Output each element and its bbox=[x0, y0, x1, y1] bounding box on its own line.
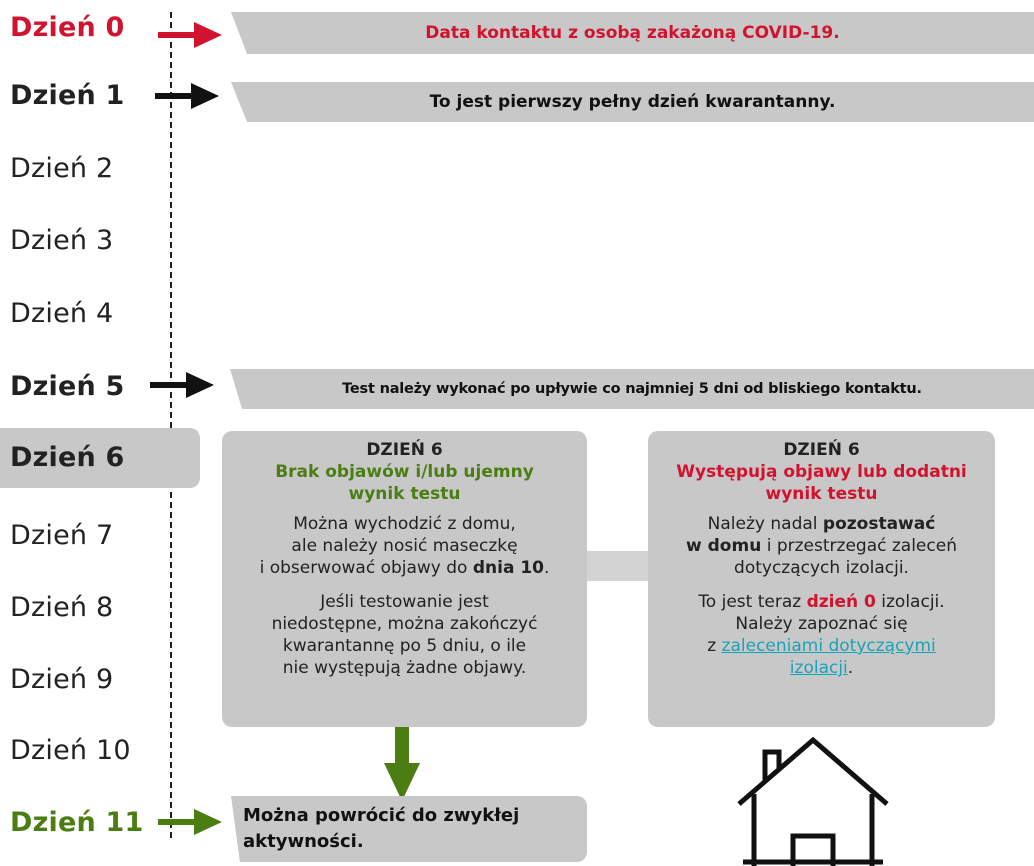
left-box-subtitle-1: Brak objawów i/lub ujemny bbox=[275, 462, 534, 482]
left-box-title: DZIEŃ 6 bbox=[366, 440, 443, 460]
day-11-banner-line: aktywności. bbox=[243, 831, 364, 852]
text-span: i przestrzegać zaleceń bbox=[761, 536, 957, 556]
day-0-emphasis: dzień 0 bbox=[806, 592, 876, 612]
day-11-label: Dzień 11 bbox=[10, 807, 144, 838]
left-box-line: kwarantannę po 5 dniu, o ile bbox=[282, 636, 527, 656]
right-box-title: DZIEŃ 6 bbox=[783, 440, 860, 460]
left-box-subtitle-2: wynik testu bbox=[348, 484, 461, 504]
left-box-line: niedostępne, można zakończyć bbox=[271, 614, 538, 634]
day-10-emphasis: dnia 10 bbox=[472, 558, 545, 578]
timeline-dashed-line bbox=[170, 12, 172, 838]
text-span: To jest teraz bbox=[698, 592, 807, 612]
emphasis: w domu bbox=[686, 536, 762, 556]
arrow-right-icon bbox=[150, 372, 214, 398]
right-box-subtitle-2: wynik testu bbox=[765, 484, 878, 504]
day-1-banner: To jest pierwszy pełny dzień kwarantanny… bbox=[231, 82, 1034, 122]
positive-result-box: DZIEŃ 6 Występują objawy lub dodatni wyn… bbox=[648, 431, 995, 727]
negative-result-box: DZIEŃ 6 Brak objawów i/lub ujemny wynik … bbox=[222, 431, 587, 727]
right-box-line: dotyczących izolacji. bbox=[734, 558, 909, 578]
day-3-label: Dzień 3 bbox=[10, 225, 114, 256]
day-6-label: Dzień 6 bbox=[10, 442, 125, 473]
right-box-line: z zaleceniami dotyczącymi bbox=[648, 635, 995, 657]
right-box-line: Należy zapoznać się bbox=[735, 614, 908, 634]
isolation-guidelines-link[interactable]: izolacji bbox=[789, 658, 848, 678]
arrow-right-icon bbox=[158, 22, 222, 48]
day-6-band bbox=[0, 428, 200, 488]
arrow-right-icon bbox=[155, 83, 219, 109]
right-box-line: izolacji. bbox=[648, 657, 995, 679]
text-span: . bbox=[847, 658, 854, 678]
day-8-label: Dzień 8 bbox=[10, 592, 114, 623]
left-box-line: nie występują żadne objawy. bbox=[282, 658, 527, 678]
right-box-subtitle-1: Występują objawy lub dodatni bbox=[676, 462, 967, 482]
left-box-line: i obserwować objawy do dnia 10. bbox=[222, 557, 587, 579]
day-7-label: Dzień 7 bbox=[10, 520, 114, 551]
day-11-banner: Można powrócić do zwykłej aktywności. bbox=[231, 796, 587, 862]
day-0-banner: Data kontaktu z osobą zakażoną COVID-19. bbox=[231, 12, 1034, 54]
right-box-line: Należy nadal pozostawać bbox=[648, 513, 995, 535]
emphasis: pozostawać bbox=[822, 514, 936, 534]
text-span: i obserwować objawy do bbox=[259, 558, 473, 578]
house-icon bbox=[737, 736, 889, 866]
day-10-label: Dzień 10 bbox=[10, 735, 131, 766]
left-box-line: Jeśli testowanie jest bbox=[320, 592, 489, 612]
text-span: Należy nadal bbox=[707, 514, 823, 534]
day-2-label: Dzień 2 bbox=[10, 153, 114, 184]
right-box-line: w domu i przestrzegać zaleceń bbox=[648, 535, 995, 557]
left-box-line: ale należy nosić maseczkę bbox=[291, 536, 518, 556]
right-box-line: To jest teraz dzień 0 izolacji. bbox=[648, 591, 995, 613]
day-11-banner-line: Można powrócić do zwykłej bbox=[243, 805, 520, 826]
day-5-label: Dzień 5 bbox=[10, 371, 125, 402]
day-9-label: Dzień 9 bbox=[10, 664, 114, 695]
arrow-down-icon bbox=[384, 727, 420, 801]
day-5-banner: Test należy wykonać po upływie co najmni… bbox=[230, 369, 1034, 409]
boxes-connector bbox=[585, 551, 650, 581]
text-span: . bbox=[544, 558, 550, 578]
isolation-guidelines-link[interactable]: zaleceniami dotyczącymi bbox=[721, 636, 936, 656]
text-span: izolacji. bbox=[875, 592, 945, 612]
day-0-label: Dzień 0 bbox=[10, 12, 125, 43]
arrow-right-icon bbox=[158, 809, 222, 835]
left-box-line: Można wychodzić z domu, bbox=[293, 514, 516, 534]
day-4-label: Dzień 4 bbox=[10, 298, 114, 329]
text-span: z bbox=[707, 636, 722, 656]
day-1-label: Dzień 1 bbox=[10, 80, 125, 111]
